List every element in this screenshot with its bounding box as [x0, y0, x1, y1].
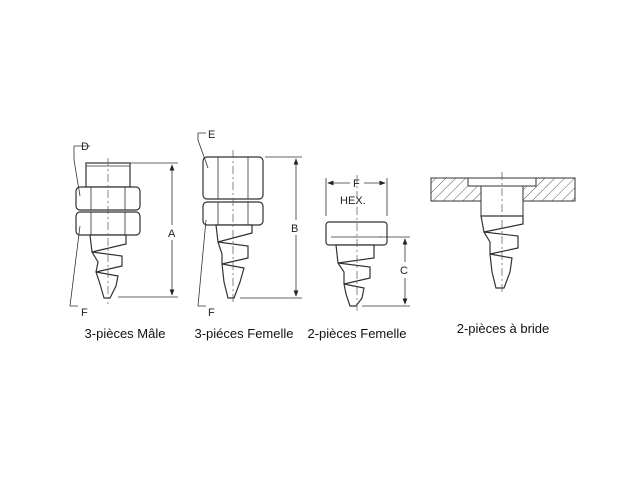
caption-3-piece-female: 3-piéces Femelle [195, 326, 294, 341]
dimension-label-b: B [291, 223, 298, 235]
figure-3-piece-female: B E F 3-piéces Femelle [195, 129, 302, 341]
callout-e: E [208, 129, 215, 141]
figure-2-piece-flanged: 2-pièces à bride [430, 172, 576, 336]
dimension-label-c: C [400, 265, 408, 277]
hex-cap [325, 221, 388, 246]
callout-d: D [81, 141, 89, 153]
figure-2-piece-female: F HEX. C 2-pièces Femelle [308, 175, 410, 341]
dimension-label-a: A [168, 228, 176, 240]
caption-2-piece-flanged: 2-pièces à bride [457, 321, 550, 336]
callout-f: F [81, 307, 88, 319]
hex-note: HEX. [340, 195, 366, 207]
width-label-f: F [353, 178, 360, 190]
caption-2-piece-female: 2-pièces Femelle [308, 326, 407, 341]
spiral-tip [335, 244, 375, 307]
callout-f: F [208, 307, 215, 319]
figure-3-piece-male: A D F 3-pièces Mâle [69, 141, 178, 341]
caption-3-piece-male: 3-pièces Mâle [85, 326, 166, 341]
